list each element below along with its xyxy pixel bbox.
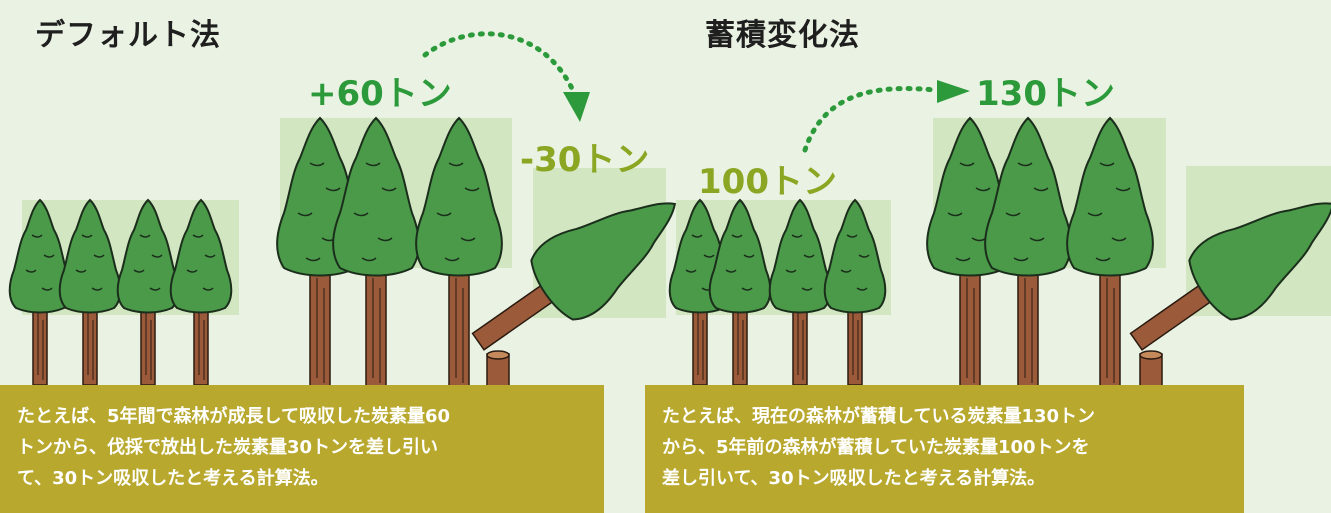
arrowhead-icon	[937, 80, 970, 103]
stump-top	[1139, 350, 1163, 360]
arrowhead-icon	[563, 92, 590, 122]
left-title: デフォルト法	[35, 18, 221, 53]
right-ground-panel: たとえば、現在の森林が蓄積している炭素量130トン から、5年前の森林が蓄積して…	[645, 385, 1244, 513]
left-ground-panel: たとえば、5年間で森林が成長して吸収した炭素量60 トンから、伐採で放出した炭素…	[0, 385, 604, 513]
left-caption: たとえば、5年間で森林が成長して吸収した炭素量60 トンから、伐採で放出した炭素…	[17, 406, 451, 489]
after-stock-label: 130トン	[976, 74, 1115, 114]
harvest-label: -30トン	[520, 140, 650, 180]
right-title: 蓄積変化法	[705, 18, 860, 53]
before-stock-label: 100トン	[698, 162, 837, 202]
growth-label: +60トン	[308, 74, 452, 114]
right-caption: たとえば、現在の森林が蓄積している炭素量130トン から、5年前の森林が蓄積して…	[662, 406, 1096, 489]
growth-arrow	[802, 86, 938, 153]
stump-top	[486, 350, 510, 360]
harvest-arrow	[422, 31, 578, 98]
